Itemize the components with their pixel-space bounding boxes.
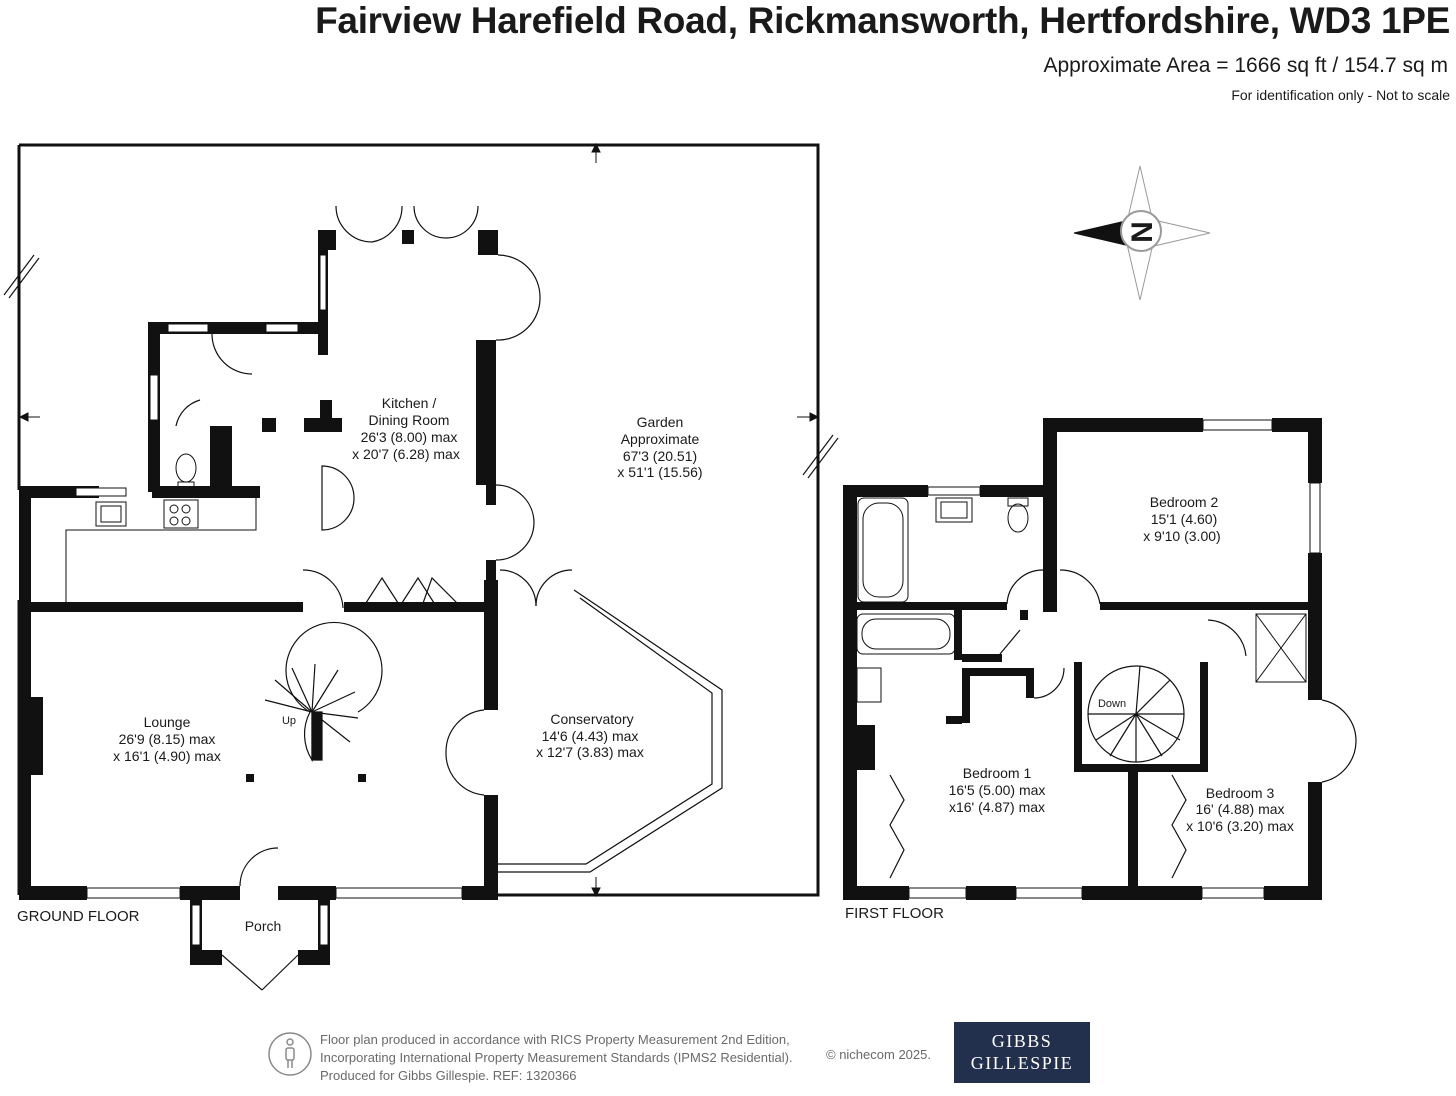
footer-line-3: Produced for Gibbs Gillespie. REF: 13203… xyxy=(320,1068,577,1083)
spiral-staircase-up xyxy=(264,621,383,763)
person-icon xyxy=(268,1032,312,1076)
bathroom-fittings xyxy=(856,497,1307,703)
footer-line-2: Incorporating International Property Mea… xyxy=(320,1050,793,1065)
compass-rose-icon xyxy=(1073,165,1211,301)
approximate-area: Approximate Area = 1666 sq ft / 154.7 sq… xyxy=(1043,54,1449,77)
porch-name: Porch xyxy=(245,918,282,934)
bedroom2-name: Bedroom 2 xyxy=(1150,494,1219,510)
logo-line-1: GIBBS xyxy=(991,1031,1053,1051)
first-floor-doors xyxy=(889,569,1357,879)
bedroom3-dimension-1: 16' (4.88) max xyxy=(1195,801,1284,817)
kitchen-fittings xyxy=(65,453,257,602)
bedroom1-name: Bedroom 1 xyxy=(963,765,1032,781)
footer-notes: Floor plan produced in accordance with R… xyxy=(320,1031,793,1085)
spiral-staircase-down xyxy=(1087,665,1185,763)
ground-floor-walls xyxy=(19,230,498,965)
kitchen-dimension-2: x 20'7 (6.28) max xyxy=(352,446,460,462)
stairs-down-label: Down xyxy=(1098,698,1126,710)
kitchen-name-line1: Kitchen / xyxy=(382,395,437,411)
ground-floor-label: GROUND FLOOR xyxy=(17,908,140,925)
garden-name-line1: Garden xyxy=(637,414,684,430)
garden-dimension-1: 67'3 (20.51) xyxy=(623,448,697,464)
identification-note: For identification only - Not to scale xyxy=(1231,87,1450,103)
garden-dimension-arrows xyxy=(3,142,839,898)
first-floor-label: FIRST FLOOR xyxy=(845,905,944,922)
lounge-name: Lounge xyxy=(144,714,191,730)
bedroom1-dimension-2: x16' (4.87) max xyxy=(949,799,1045,815)
bedroom2-dimension-2: x 9'10 (3.00) xyxy=(1143,528,1220,544)
logo-line-2: GILLESPIE xyxy=(970,1053,1074,1073)
conservatory-dimension-1: 14'6 (4.43) max xyxy=(542,728,639,744)
conservatory-dimension-2: x 12'7 (3.83) max xyxy=(536,744,644,760)
ground-floor-doors xyxy=(175,205,573,991)
bedroom2-dimension-1: 15'1 (4.60) xyxy=(1151,511,1218,527)
conservatory-name: Conservatory xyxy=(550,711,633,727)
lounge-dimension-1: 26'9 (8.15) max xyxy=(119,731,216,747)
garden-name-line2: Approximate xyxy=(621,431,700,447)
first-floor-walls xyxy=(843,418,1322,900)
compass-north-letter: N xyxy=(1126,221,1159,243)
property-address: Fairview Harefield Road, Rickmansworth, … xyxy=(315,0,1450,41)
garden-boundary xyxy=(17,143,820,897)
gibbs-gillespie-logo: GIBBS GILLESPIE xyxy=(954,1022,1090,1083)
copyright-text: © nichecom 2025. xyxy=(826,1047,931,1062)
conservatory-outline xyxy=(498,589,723,873)
kitchen-dimension-1: 26'3 (8.00) max xyxy=(361,429,458,445)
bedroom3-name: Bedroom 3 xyxy=(1206,785,1275,801)
footer-line-1: Floor plan produced in accordance with R… xyxy=(320,1032,790,1047)
bedroom1-dimension-1: 16'5 (5.00) max xyxy=(949,782,1046,798)
garden-dimension-2: x 51'1 (15.56) xyxy=(617,464,702,480)
ground-floor-windows xyxy=(75,254,463,946)
bedroom3-dimension-2: x 10'6 (3.20) max xyxy=(1186,818,1294,834)
stairs-up-label: Up xyxy=(282,715,296,727)
lounge-dimension-2: x 16'1 (4.90) max xyxy=(113,748,221,764)
kitchen-name-line2: Dining Room xyxy=(369,412,450,428)
first-floor-windows xyxy=(908,419,1321,899)
